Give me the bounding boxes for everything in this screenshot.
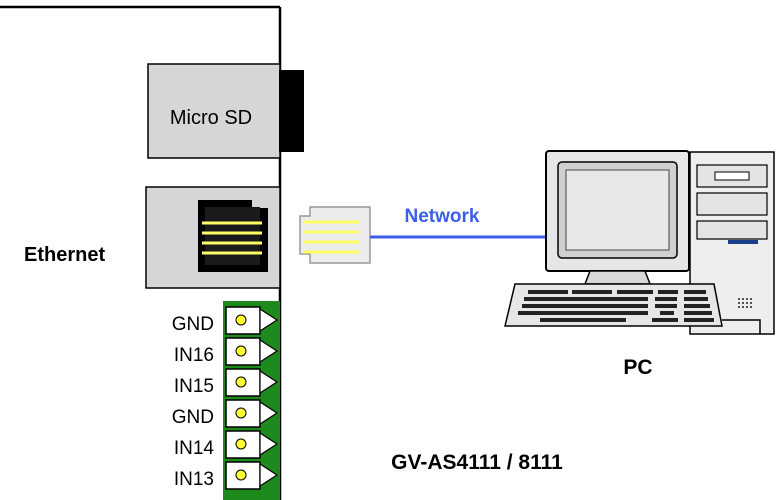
- model-label: GV-AS4111 / 8111: [391, 451, 563, 474]
- network-label: Network: [405, 206, 480, 227]
- terminal-label-gnd-2: GND: [172, 407, 214, 428]
- pc-label: PC: [623, 356, 652, 379]
- terminal-label-in14: IN14: [174, 438, 215, 459]
- terminal-label-in15: IN15: [174, 376, 214, 397]
- ethernet-port: [145, 186, 281, 289]
- microsd-slot: Micro SD: [147, 63, 304, 159]
- pc-icon: [504, 150, 775, 335]
- terminal-block: [223, 301, 280, 500]
- microsd-label: Micro SD: [170, 107, 252, 129]
- terminal-label-gnd-1: GND: [172, 314, 214, 335]
- terminal-label-in13: IN13: [174, 469, 214, 490]
- terminal-label-in16: IN16: [174, 345, 214, 366]
- ethernet-label: Ethernet: [24, 244, 105, 266]
- rj45-plug: [299, 206, 371, 264]
